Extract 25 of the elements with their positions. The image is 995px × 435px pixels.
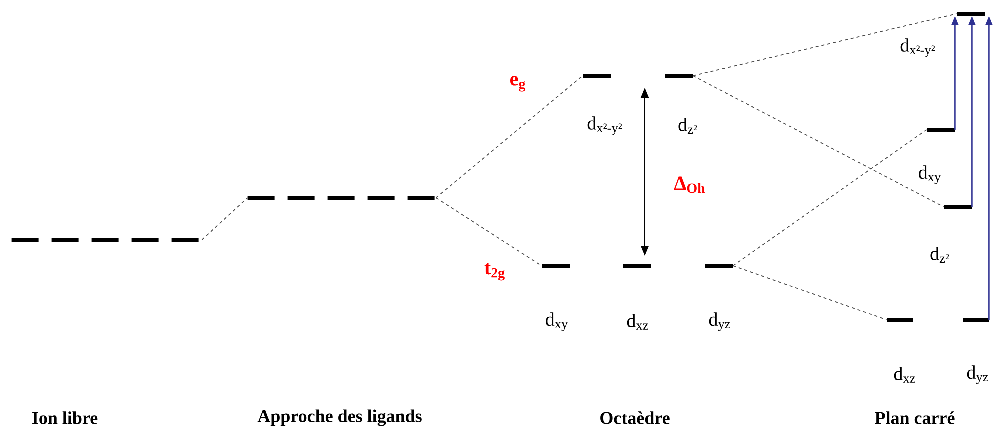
correlation-line [692, 76, 944, 208]
level-label: d$_{xy}$ [546, 312, 568, 332]
level-label: d$_{x²-y²}$ [588, 116, 622, 136]
symmetry-label: e$_{g}$ [510, 76, 526, 92]
level-label: d$_{yz}$ [709, 312, 730, 332]
correlation-line [202, 198, 248, 240]
level-label: d$_{z²}$ [930, 247, 950, 263]
correlation-line [732, 130, 928, 266]
level-label: d$_{xz}$ [627, 314, 648, 330]
correlation-line [436, 198, 542, 266]
gap-label: Δ$_{Oh}$ [674, 176, 706, 194]
symmetry-label: t$_{2g}$ [484, 263, 505, 281]
level-label: d$_{yz}$ [967, 366, 988, 384]
correlation-line [692, 14, 958, 76]
level-label: d$_{xz}$ [894, 367, 916, 383]
stage-label: Ion libre [32, 412, 98, 424]
level-label: d$_{xy}$ [919, 166, 942, 184]
level-label: d$_{z²}$ [678, 118, 698, 134]
correlation-line [732, 266, 888, 320]
stage-label: Plan carré [875, 412, 955, 424]
dashed-level [248, 196, 436, 200]
stage-label: Approche des ligands [258, 410, 422, 426]
level-label: d$_{x²-y²}$ [900, 38, 936, 58]
stage-label: Octaèdre [600, 412, 670, 424]
correlation-line [436, 76, 584, 198]
